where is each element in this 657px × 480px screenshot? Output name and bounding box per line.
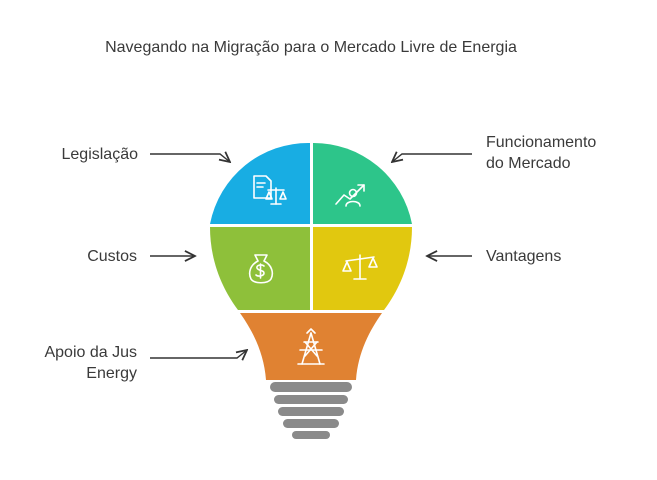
- arrow-apoio: [150, 350, 247, 358]
- label-apoio-line2: Energy: [86, 365, 137, 382]
- label-custos: Custos: [87, 248, 137, 265]
- arrow-legislacao: [150, 154, 230, 162]
- document-scale-icon: [253, 175, 287, 205]
- diagram-title: Navegando na Migração para o Mercado Liv…: [105, 39, 517, 56]
- label-funcionamento-line1: Funcionamento: [486, 134, 597, 151]
- label-apoio-line1: Apoio da Jus: [44, 344, 137, 361]
- person-chart-icon: [335, 184, 365, 207]
- segment-vantagens: [313, 227, 412, 310]
- money-bag-icon: [248, 254, 274, 284]
- arrow-funcionamento: [392, 154, 472, 162]
- bulb-base: [270, 382, 352, 439]
- segment-apoio: [240, 313, 382, 380]
- balance-scale-icon: [342, 254, 378, 280]
- label-funcionamento: Funcionamento do Mercado: [486, 132, 596, 174]
- segment-funcionamento: [313, 142, 412, 224]
- label-legislacao: Legislação: [61, 146, 139, 163]
- label-vantagens: Vantagens: [486, 248, 562, 265]
- transmission-tower-icon: [297, 328, 325, 365]
- label-apoio: Apoio da Jus Energy: [44, 342, 137, 384]
- label-funcionamento-line2: do Mercado: [486, 155, 571, 172]
